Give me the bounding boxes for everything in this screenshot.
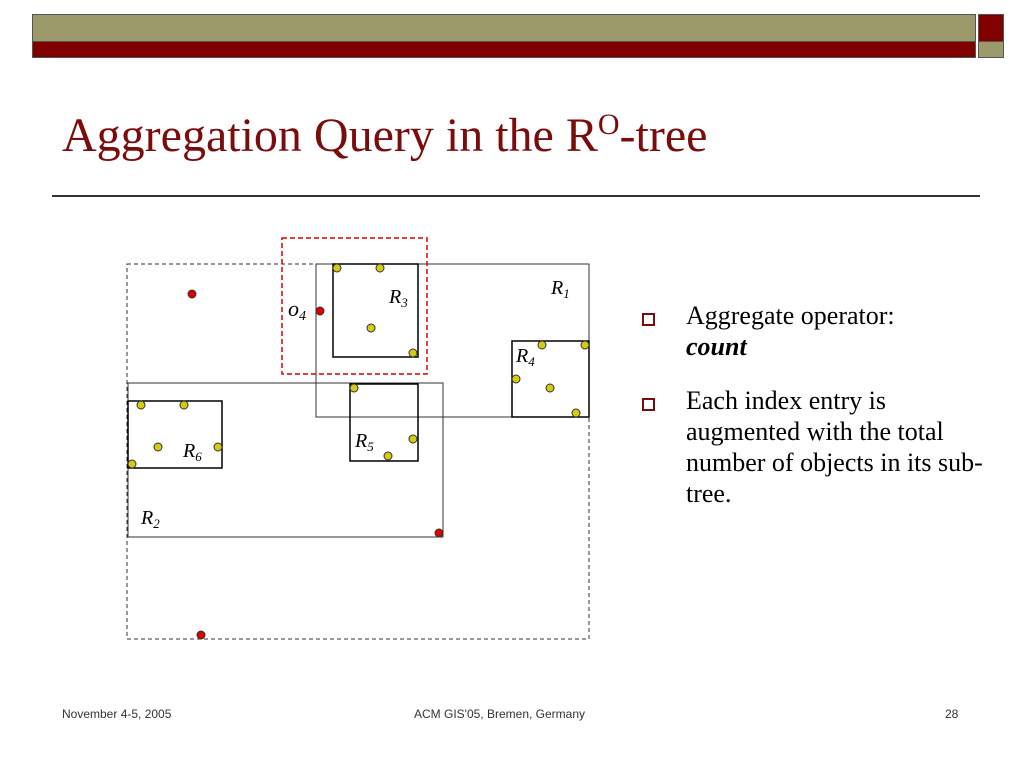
slide-title: Aggregation Query in the RO-tree [62, 109, 708, 162]
footer-page-number: 28 [945, 707, 959, 721]
r6-mbr [127, 400, 223, 469]
footer-date: November 4-5, 2005 [62, 707, 172, 721]
bullet-item: Each index entry is augmented with the t… [632, 385, 992, 509]
point-red [315, 306, 325, 316]
label-o4: o4 [288, 296, 306, 324]
label-r5: R5 [354, 430, 374, 454]
point-yellow [375, 263, 385, 273]
point-yellow [408, 434, 418, 444]
label-r3: R3 [388, 286, 408, 310]
point-yellow [127, 459, 137, 469]
header-bar-olive [32, 14, 976, 42]
point-yellow [408, 348, 418, 358]
title-rule [52, 195, 980, 197]
bullet-emphasis: count [686, 332, 747, 361]
point-yellow [366, 323, 376, 333]
title-superscript: O [597, 108, 620, 141]
point-yellow [537, 340, 547, 350]
label-r2: R2 [140, 507, 160, 531]
corner-square-olive [978, 42, 1004, 58]
bullet-text: Aggregate operator: [686, 301, 895, 330]
label-r4: R4 [515, 345, 535, 369]
bullet-text: Each index entry is augmented with the t… [686, 386, 983, 508]
point-red [434, 528, 444, 538]
r2-mbr [127, 382, 444, 538]
square-bullet-icon [642, 398, 655, 411]
point-yellow [349, 383, 359, 393]
point-yellow [213, 442, 223, 452]
title-text: Aggregation Query in the R [62, 109, 598, 162]
point-red [187, 289, 197, 299]
point-yellow [383, 451, 393, 461]
bullet-list: Aggregate operator: count Each index ent… [632, 300, 992, 532]
footer-venue: ACM GIS'05, Bremen, Germany [414, 707, 586, 721]
label-r1: R1 [550, 277, 570, 301]
point-yellow [571, 408, 581, 418]
point-yellow [332, 263, 342, 273]
point-yellow [545, 383, 555, 393]
bullet-item: Aggregate operator: count [632, 300, 992, 362]
r5-mbr [349, 383, 419, 462]
label-r6: R6 [182, 440, 202, 464]
title-suffix: -tree [619, 109, 708, 162]
point-yellow [580, 340, 590, 350]
header-bar-red [32, 42, 976, 58]
query-box [281, 237, 428, 375]
point-yellow [153, 442, 163, 452]
point-yellow [179, 400, 189, 410]
point-yellow [136, 400, 146, 410]
square-bullet-icon [642, 313, 655, 326]
point-red [196, 630, 206, 640]
point-yellow [511, 374, 521, 384]
r3-mbr [332, 263, 419, 358]
corner-square-red [978, 14, 1004, 42]
